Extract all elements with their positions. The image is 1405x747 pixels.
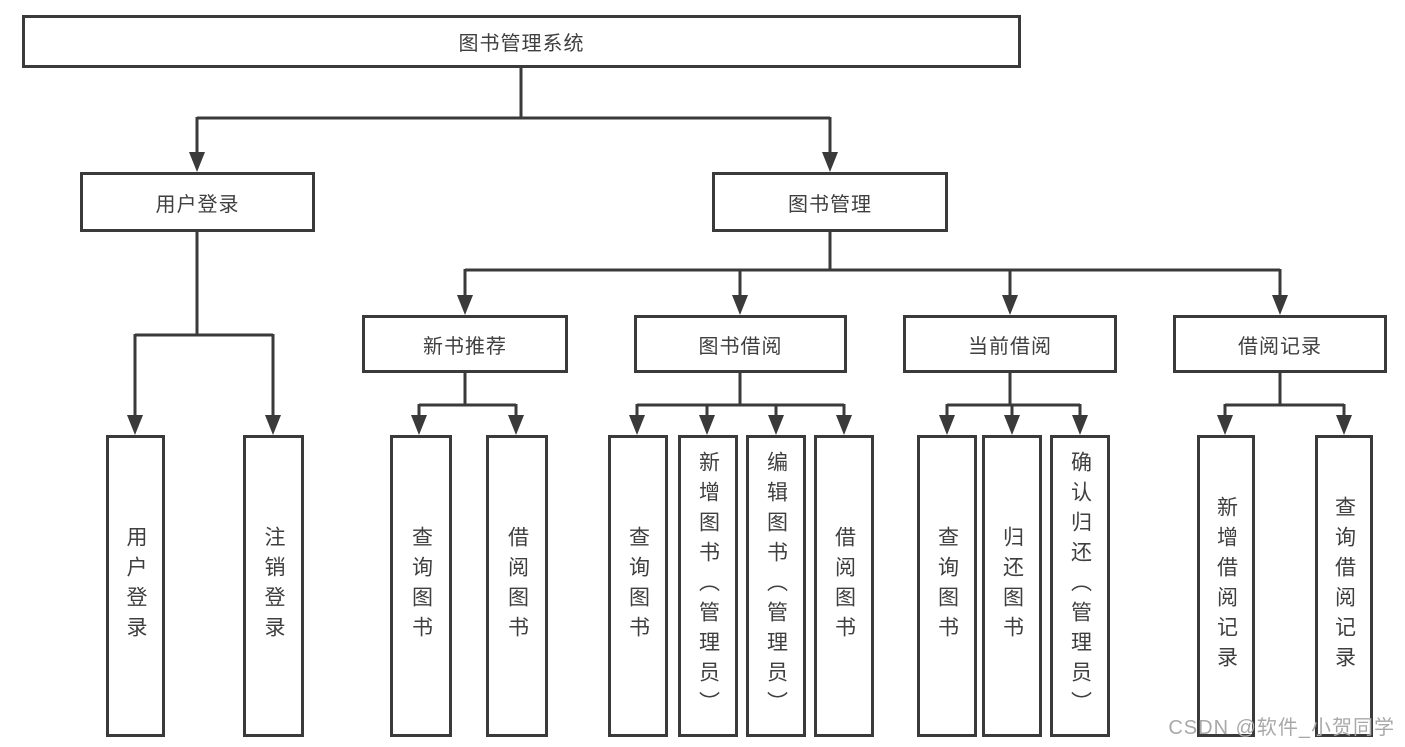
node-new-book-recommendation: 新书推荐	[362, 315, 568, 373]
node-leaf-query-books-borrowing: 查询图书	[608, 435, 668, 737]
node-label: 查询图书	[409, 526, 433, 646]
node-label: 查询借阅记录	[1332, 496, 1356, 676]
node-leaf-return-books: 归还图书	[982, 435, 1042, 737]
node-label: 新增借阅记录	[1214, 496, 1238, 676]
node-label: 查询图书	[626, 526, 650, 646]
node-leaf-borrow-books-borrowing: 借阅图书	[814, 435, 874, 737]
node-borrowing-records: 借阅记录	[1173, 315, 1387, 373]
node-label: 新增图书（管理员）	[696, 451, 720, 721]
arrowheads	[127, 152, 1352, 435]
node-label: 当前借阅	[968, 335, 1052, 358]
csdn-watermark: CSDN @软件_小贺同学	[1168, 717, 1395, 739]
node-user-login: 用户登录	[80, 172, 315, 232]
node-label: 编辑图书（管理员）	[764, 451, 788, 721]
node-leaf-query-borrow-record: 查询借阅记录	[1315, 435, 1373, 737]
node-label: 用户登录	[124, 526, 147, 646]
node-leaf-user-login: 用户登录	[106, 435, 165, 737]
node-leaf-logout: 注销登录	[243, 435, 304, 737]
node-book-borrowing: 图书借阅	[634, 315, 847, 373]
node-label: 借阅图书	[505, 526, 529, 646]
node-library-management-system: 图书管理系统	[22, 15, 1021, 68]
node-leaf-query-books-current: 查询图书	[917, 435, 977, 737]
node-label: 借阅记录	[1238, 335, 1322, 358]
node-leaf-confirm-return-admin: 确认归还（管理员）	[1050, 435, 1110, 737]
node-label: 借阅图书	[832, 526, 856, 646]
node-label: 查询图书	[935, 526, 959, 646]
node-leaf-borrow-books-recommend: 借阅图书	[486, 435, 548, 737]
node-label: 图书借阅	[698, 335, 783, 358]
node-label: 归还图书	[1000, 526, 1024, 646]
node-label: 图书管理系统	[458, 33, 585, 55]
node-label: 图书管理	[788, 193, 872, 216]
node-leaf-edit-book-admin: 编辑图书（管理员）	[746, 435, 806, 737]
node-leaf-add-book-admin: 新增图书（管理员）	[678, 435, 738, 737]
node-leaf-add-borrow-record: 新增借阅记录	[1197, 435, 1255, 737]
node-label: 确认归还（管理员）	[1068, 451, 1092, 721]
node-label: 用户登录	[155, 193, 240, 216]
node-leaf-query-books-recommend: 查询图书	[390, 435, 452, 737]
node-book-management: 图书管理	[712, 172, 948, 232]
node-label: 新书推荐	[423, 335, 507, 358]
node-current-borrowing: 当前借阅	[903, 315, 1117, 373]
node-label: 注销登录	[262, 526, 285, 646]
